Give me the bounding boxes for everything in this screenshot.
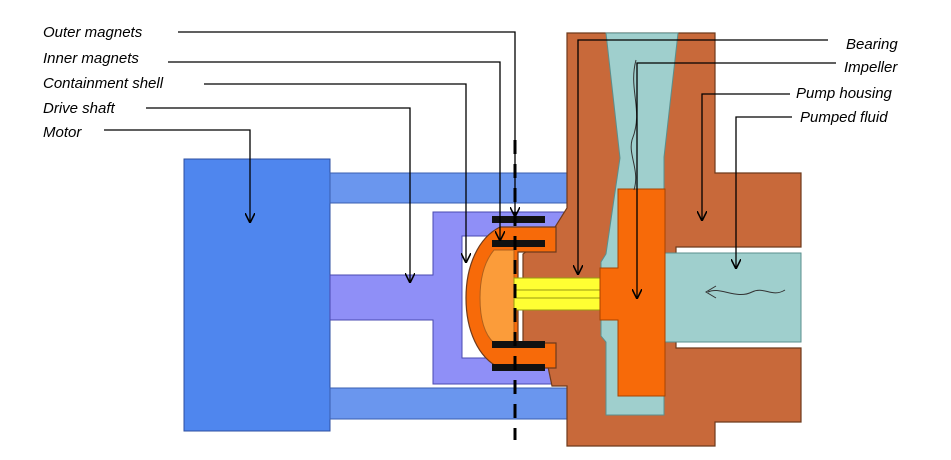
- leader-impeller: [637, 62, 836, 298]
- label-containment-shell: Containment shell: [43, 75, 164, 92]
- label-motor: Motor: [43, 124, 82, 141]
- leader-outer-magnets: [178, 31, 515, 216]
- outer-magnet-bottom: [492, 364, 545, 371]
- leader-pumped-fluid: [736, 116, 792, 268]
- leader-inner-magnets: [168, 61, 500, 240]
- label-pump-housing: Pump housing: [796, 85, 893, 102]
- label-bearing: Bearing: [846, 36, 898, 53]
- leader-bearing: [578, 39, 828, 274]
- leader-drive-shaft: [146, 107, 410, 282]
- label-drive-shaft: Drive shaft: [43, 100, 116, 117]
- label-inner-magnets: Inner magnets: [43, 50, 139, 67]
- motor-frame-bottom: [329, 387, 569, 420]
- pump-shaft: [513, 277, 613, 311]
- label-pumped-fluid: Pumped fluid: [800, 109, 888, 126]
- leader-containment-shell: [204, 83, 466, 262]
- label-impeller: Impeller: [844, 59, 898, 76]
- drive-shaft: [329, 211, 567, 385]
- inner-magnet-bottom: [492, 341, 545, 348]
- motor-body: [183, 158, 331, 432]
- label-outer-magnets: Outer magnets: [43, 24, 143, 41]
- inner-rotor: [479, 249, 515, 344]
- inner-magnet-top: [492, 240, 545, 247]
- fluid-flow-squiggle-horizontal: [707, 289, 786, 296]
- motor-frame-top: [329, 172, 569, 204]
- outer-magnet-top: [492, 216, 545, 223]
- leader-pump-housing: [702, 93, 790, 220]
- fluid-flow-arrowhead: [705, 285, 717, 299]
- fluid-flow-squiggle-vertical: [630, 59, 638, 191]
- leader-motor: [104, 129, 250, 222]
